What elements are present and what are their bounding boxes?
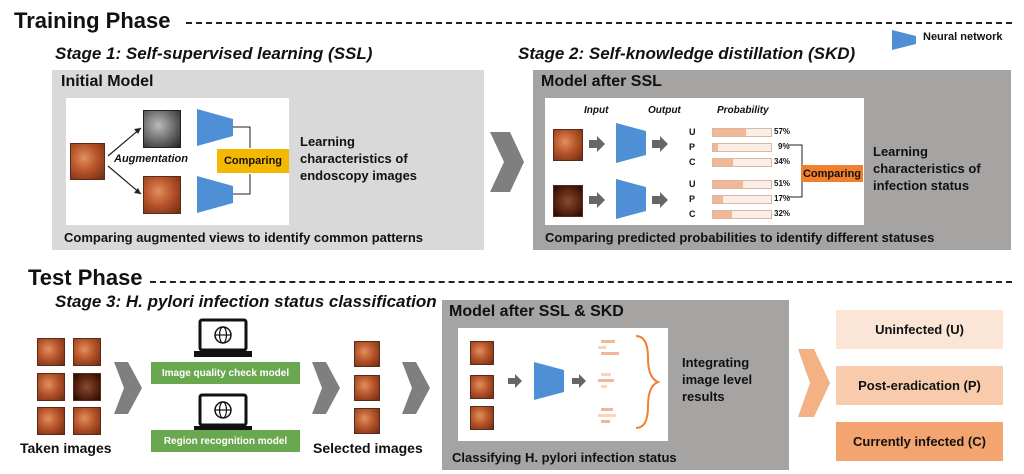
stage3-panel-title: Model after SSL & SKD bbox=[449, 303, 624, 320]
group1-p-label: P bbox=[689, 142, 696, 152]
stage1-panel-title: Initial Model bbox=[61, 73, 154, 90]
group1-u-label: U bbox=[689, 127, 696, 137]
selected-images-label: Selected images bbox=[313, 440, 423, 456]
integrating-text: Integrating image level results bbox=[682, 355, 753, 404]
stage1-learning-text: Learning characteristics of endoscopy im… bbox=[300, 134, 418, 183]
selected-image bbox=[354, 375, 380, 401]
stage2-input-image-bottom bbox=[553, 185, 583, 217]
arrow-to-results-icon bbox=[798, 349, 830, 417]
arrow-to-selected-icon bbox=[312, 362, 340, 414]
stage3-input-image bbox=[470, 406, 494, 430]
stage2-caption: Comparing predicted probabilities to ide… bbox=[545, 230, 935, 245]
region-recognition-model-label: Region recognition model bbox=[151, 430, 300, 452]
stage2-learning-text: Learning characteristics of infection st… bbox=[873, 144, 981, 193]
training-phase-title: Training Phase bbox=[14, 8, 171, 33]
input-endoscopy-image bbox=[70, 143, 105, 180]
laptop-icon bbox=[194, 318, 252, 357]
group1-u-pct: 57% bbox=[774, 127, 791, 136]
nn-icon bbox=[534, 362, 564, 400]
group2-c-pct: 32% bbox=[774, 209, 791, 218]
stage1-comparing-box: Comparing bbox=[217, 149, 289, 173]
nn-bottom-icon bbox=[197, 176, 233, 213]
stage3-caption: Classifying H. pylori infection status bbox=[452, 450, 677, 465]
group2-u-label: U bbox=[689, 179, 696, 189]
nn-bottom-icon bbox=[616, 179, 646, 219]
test-divider bbox=[150, 281, 1012, 283]
taken-image bbox=[37, 407, 65, 435]
stage2-graphics bbox=[589, 123, 803, 219]
input-header: Input bbox=[584, 105, 609, 116]
stage3-title: Stage 3: H. pylori infection status clas… bbox=[55, 292, 437, 311]
taken-image bbox=[37, 373, 65, 401]
group2-u-bar bbox=[712, 180, 772, 189]
selected-image bbox=[354, 408, 380, 434]
taken-images-label: Taken images bbox=[20, 440, 112, 456]
output-header: Output bbox=[648, 105, 681, 116]
nn-top-icon bbox=[197, 109, 233, 146]
stage-arrow-icon bbox=[490, 132, 524, 192]
group2-p-label: P bbox=[689, 194, 696, 204]
taken-image bbox=[37, 338, 65, 366]
stage1-caption: Comparing augmented views to identify co… bbox=[64, 230, 423, 245]
legend-label: Neural network bbox=[923, 31, 1003, 43]
stage2-panel-title: Model after SSL bbox=[541, 73, 662, 90]
stage3-input-image bbox=[470, 375, 494, 399]
taken-image bbox=[73, 373, 101, 401]
group2-u-pct: 51% bbox=[774, 179, 791, 188]
result-uninfected: Uninfected (U) bbox=[836, 310, 1003, 349]
laptop-icon bbox=[194, 393, 252, 432]
arrow-to-model-icon bbox=[402, 362, 430, 414]
stage2-comparing-box: Comparing bbox=[801, 165, 863, 182]
image-quality-model-label: Image quality check model bbox=[151, 362, 300, 384]
group2-p-pct: 17% bbox=[774, 194, 791, 203]
stage1-title: Stage 1: Self-supervised learning (SSL) bbox=[55, 44, 373, 63]
result-post-eradication: Post-eradication (P) bbox=[836, 366, 1003, 405]
group1-c-pct: 34% bbox=[774, 157, 791, 166]
taken-image bbox=[73, 338, 101, 366]
taken-image bbox=[73, 407, 101, 435]
group2-p-bar bbox=[712, 195, 772, 204]
training-divider bbox=[186, 22, 1012, 24]
probability-header: Probability bbox=[717, 105, 769, 116]
group1-p-pct: 9% bbox=[778, 142, 790, 151]
nn-top-icon bbox=[616, 123, 646, 163]
group1-c-label: C bbox=[689, 157, 696, 167]
arrow-to-models-icon bbox=[114, 362, 142, 414]
stage2-input-image-top bbox=[553, 129, 583, 161]
stage3-input-image bbox=[470, 341, 494, 365]
result-currently-infected: Currently infected (C) bbox=[836, 422, 1003, 461]
stage1-graphics bbox=[107, 109, 251, 213]
group1-p-bar bbox=[712, 143, 772, 152]
augmented-image-color bbox=[143, 176, 181, 214]
group1-c-bar bbox=[712, 158, 772, 167]
group2-c-bar bbox=[712, 210, 772, 219]
test-phase-title: Test Phase bbox=[28, 265, 143, 290]
augmented-image-gray bbox=[143, 110, 181, 148]
neural-network-legend-icon bbox=[892, 30, 916, 50]
selected-image bbox=[354, 341, 380, 367]
stage2-title: Stage 2: Self-knowledge distillation (SK… bbox=[518, 44, 856, 63]
stage3-graphics bbox=[508, 335, 661, 429]
group2-c-label: C bbox=[689, 209, 696, 219]
group1-u-bar bbox=[712, 128, 772, 137]
augmentation-label: Augmentation bbox=[114, 153, 188, 165]
